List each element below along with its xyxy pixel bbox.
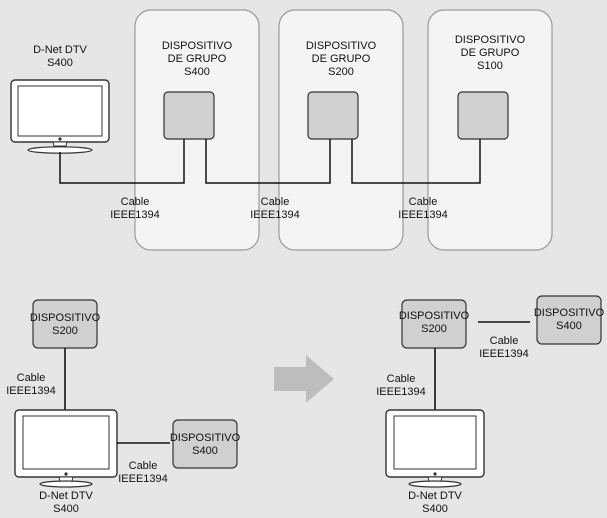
tv-icon-bottom-left bbox=[14, 409, 118, 488]
top-tv-label: D-Net DTV S400 bbox=[20, 44, 100, 70]
group-label-s400: DISPOSITIVO DE GRUPO S400 bbox=[161, 40, 233, 78]
br-cable-horizontal-label: Cable IEEE1394 bbox=[479, 335, 529, 360]
br-device-left-box bbox=[401, 299, 467, 349]
bl-tv-label: D-Net DTV S400 bbox=[39, 490, 93, 515]
group-device-box-s400 bbox=[163, 91, 215, 140]
bl-device-right-label: DISPOSITIVO S400 bbox=[169, 432, 241, 457]
bl-cable-horizontal-label: Cable IEEE1394 bbox=[118, 460, 168, 485]
top-cable-label-2: Cable IEEE1394 bbox=[250, 196, 300, 221]
tv-icon-bottom-right bbox=[385, 409, 485, 488]
top-cable-label-3: Cable IEEE1394 bbox=[398, 196, 448, 221]
br-device-left-label: DISPOSITIVO S200 bbox=[398, 310, 470, 335]
group-device-box-s200 bbox=[307, 91, 359, 140]
tv-icon-top bbox=[10, 79, 110, 154]
top-cables bbox=[59, 139, 481, 184]
br-cable-vertical-label: Cable IEEE1394 bbox=[376, 373, 426, 398]
top-cable-label-1: Cable IEEE1394 bbox=[110, 196, 160, 221]
br-tv-label: D-Net DTV S400 bbox=[408, 490, 462, 515]
bl-device-right-box bbox=[172, 419, 238, 469]
top-tv-name: D-Net DTV bbox=[33, 44, 87, 56]
group-device-box-s100 bbox=[457, 91, 509, 140]
br-device-right-label: DISPOSITIVO S400 bbox=[533, 307, 605, 332]
bl-cable-vertical-label: Cable IEEE1394 bbox=[6, 372, 56, 397]
group-label-s200: DISPOSITIVO DE GRUPO S200 bbox=[305, 40, 377, 78]
top-tv-speed: S400 bbox=[47, 57, 73, 69]
br-device-right-box bbox=[536, 295, 602, 345]
group-label-s100: DISPOSITIVO DE GRUPO S100 bbox=[454, 34, 526, 72]
arrow-right-icon bbox=[274, 355, 334, 403]
bl-device-top-label: DISPOSITIVO S200 bbox=[29, 312, 101, 337]
